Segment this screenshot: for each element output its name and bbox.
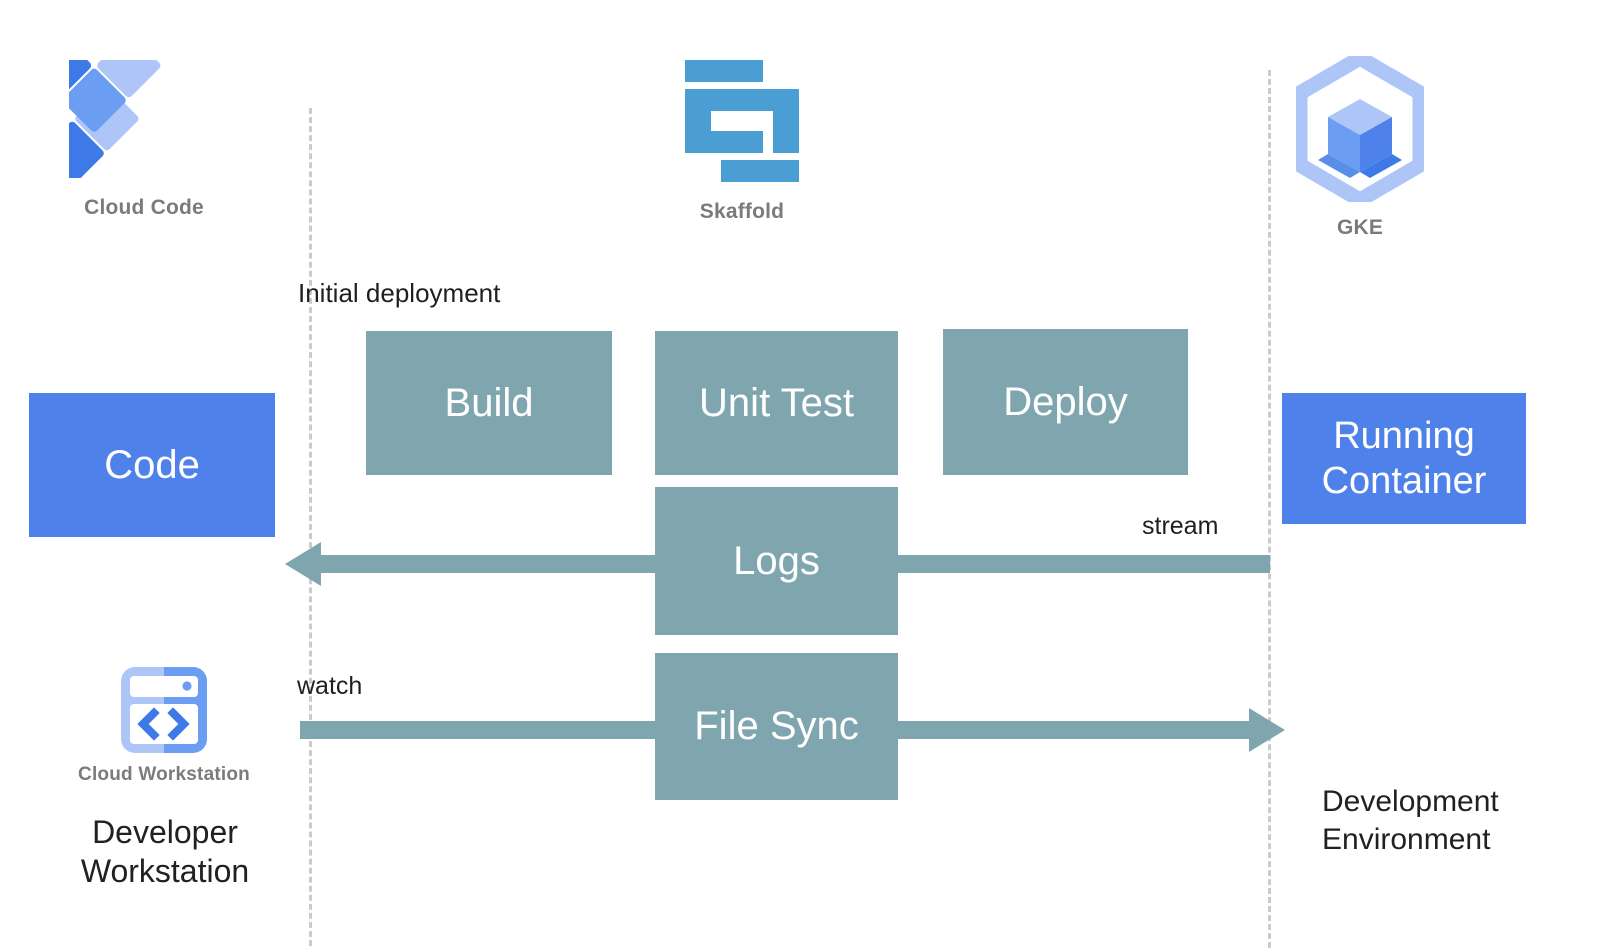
logo-cloud-workstation: Cloud Workstation xyxy=(58,664,270,786)
boundary-line-left xyxy=(309,108,312,946)
gke-icon xyxy=(1296,56,1424,202)
box-code-label: Code xyxy=(104,442,200,487)
box-logs-label: Logs xyxy=(733,538,820,583)
box-running-container-label-line2: Container xyxy=(1321,459,1487,502)
logo-caption-skaffold: Skaffold xyxy=(699,200,785,223)
logo-cloud-code: Cloud Code xyxy=(38,60,250,220)
box-code[interactable]: Code xyxy=(29,393,275,537)
box-running-container[interactable]: Running Container xyxy=(1282,393,1526,524)
box-build-label: Build xyxy=(444,380,534,425)
box-deploy[interactable]: Deploy xyxy=(943,329,1188,475)
cloud-workstation-icon xyxy=(121,667,207,753)
box-file-sync-label: File Sync xyxy=(694,704,859,749)
development-environment-line1: Development xyxy=(1322,785,1499,818)
development-environment-line2: Environment xyxy=(1322,822,1491,856)
boundary-line-right xyxy=(1268,70,1271,948)
skaffold-icon xyxy=(685,60,799,182)
developer-workstation-line2: Workstation xyxy=(80,853,250,890)
logo-gke: GKE xyxy=(1254,56,1466,240)
box-deploy-label: Deploy xyxy=(1003,379,1128,424)
box-unit-test-label: Unit Test xyxy=(699,380,854,425)
logo-caption-cloud-workstation: Cloud Workstation xyxy=(78,764,250,785)
label-initial-deployment: Initial deployment xyxy=(298,278,501,308)
label-developer-workstation: Developer Workstation xyxy=(55,813,275,891)
box-unit-test[interactable]: Unit Test xyxy=(655,331,898,475)
label-watch: watch xyxy=(297,672,363,700)
logo-skaffold: Skaffold xyxy=(636,60,848,224)
box-running-container-label-line1: Running xyxy=(1333,415,1475,458)
logo-caption-gke: GKE xyxy=(1336,216,1384,239)
box-logs[interactable]: Logs xyxy=(655,487,898,635)
box-file-sync[interactable]: File Sync xyxy=(655,653,898,800)
developer-workstation-line1: Developer xyxy=(92,814,238,850)
label-development-environment: Development Environment xyxy=(1322,783,1572,858)
label-stream: stream xyxy=(1142,512,1219,540)
logo-caption-cloud-code: Cloud Code xyxy=(84,196,204,219)
box-build[interactable]: Build xyxy=(366,331,612,475)
cloud-code-icon xyxy=(69,60,161,178)
